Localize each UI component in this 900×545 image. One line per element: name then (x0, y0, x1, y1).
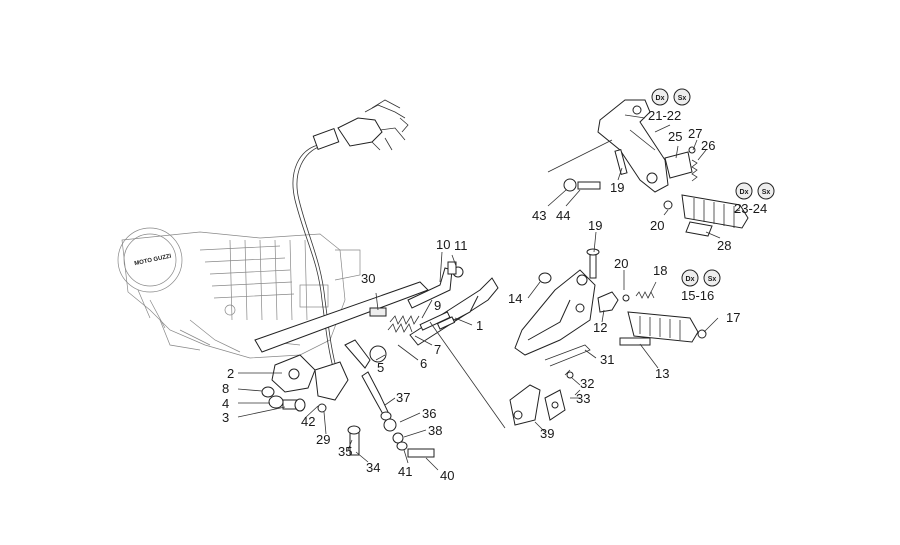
washer-8 (261, 386, 275, 398)
bolt-40 (407, 448, 435, 458)
stand-sensor-cable (292, 99, 409, 376)
label-41: 41 (398, 464, 412, 479)
rider-footrest-group (509, 231, 719, 433)
label-25: 25 (668, 129, 682, 144)
label-23-24: 23-24 (734, 201, 767, 216)
badge-dx-low (681, 269, 699, 287)
engine-illustration: MOTO GUZZI (117, 227, 361, 359)
badge-sx-top-text: Sx (678, 95, 687, 102)
badge-sx-top (673, 88, 691, 106)
nut-36 (383, 418, 397, 432)
badge-sx-mid (757, 182, 775, 200)
label-12: 12 (593, 320, 607, 335)
label-33: 33 (576, 391, 590, 406)
label-10: 10 (436, 237, 450, 252)
badge-dx-mid-text: Dx (740, 189, 749, 196)
gear-pivot-5 (369, 345, 387, 363)
label-7: 7 (434, 342, 441, 357)
label-15-16: 15-16 (681, 288, 714, 303)
badge-sx-low (703, 269, 721, 287)
part-number-labels: 2 8 4 3 42 29 30 10 11 9 1 7 6 5 37 36 3… (222, 108, 767, 483)
label-19-lower: 19 (588, 218, 602, 233)
label-31: 31 (600, 352, 614, 367)
badge-dx-top (651, 88, 669, 106)
label-40: 40 (440, 468, 454, 483)
label-14: 14 (508, 291, 522, 306)
label-4: 4 (222, 396, 229, 411)
label-32: 32 (580, 376, 594, 391)
label-35: 35 (338, 444, 352, 459)
label-1: 1 (476, 318, 483, 333)
label-18: 18 (653, 263, 667, 278)
left-parts-group (237, 251, 506, 471)
engine-logo: MOTO GUZZI (134, 253, 172, 267)
label-36: 36 (422, 406, 436, 421)
side-badges: Dx Sx Dx Sx Dx Sx (651, 88, 775, 287)
label-20-lower: 20 (614, 256, 628, 271)
label-37: 37 (396, 390, 410, 405)
label-8: 8 (222, 381, 229, 396)
nut-38 (392, 432, 404, 444)
label-20-upper: 20 (650, 218, 664, 233)
label-21-22: 21-22 (648, 108, 681, 123)
label-17: 17 (726, 310, 740, 325)
washer-4 (268, 395, 284, 409)
label-19-upper: 19 (610, 180, 624, 195)
label-11: 11 (454, 238, 468, 253)
label-5: 5 (377, 360, 384, 375)
label-2: 2 (227, 366, 234, 381)
label-39: 39 (540, 426, 554, 441)
badge-sx-mid-text: Sx (762, 189, 771, 196)
label-38: 38 (428, 423, 442, 438)
label-6: 6 (420, 356, 427, 371)
label-34: 34 (366, 460, 380, 475)
badge-sx-low-text: Sx (708, 276, 717, 283)
label-27: 27 (688, 126, 702, 141)
label-43: 43 (532, 208, 546, 223)
label-28: 28 (717, 238, 731, 253)
label-30: 30 (361, 271, 375, 286)
label-3: 3 (222, 410, 229, 425)
label-13: 13 (655, 366, 669, 381)
passenger-footrest-group (547, 99, 749, 239)
badge-dx-low-text: Dx (686, 276, 695, 283)
label-44: 44 (556, 208, 570, 223)
badge-dx-top-text: Dx (656, 95, 665, 102)
label-9: 9 (434, 298, 441, 313)
label-26: 26 (701, 138, 715, 153)
label-42: 42 (301, 414, 315, 429)
badge-dx-mid (735, 182, 753, 200)
label-29: 29 (316, 432, 330, 447)
